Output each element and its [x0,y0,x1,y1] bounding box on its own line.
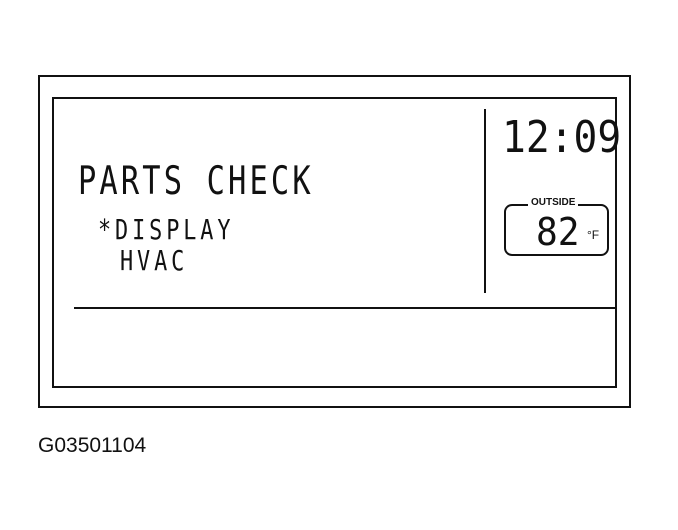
figure-id: G03501104 [38,434,147,457]
clock-readout: 12:09 [502,112,622,163]
menu-item-display[interactable]: *DISPLAY [98,213,235,246]
outside-temp-value: 82 [536,210,580,254]
horizontal-divider [74,307,616,309]
display-bezel: PARTS CHECK *DISPLAY HVAC 12:09 OUTSIDE … [38,75,631,408]
screen-title: PARTS CHECK [78,159,314,204]
vertical-divider [484,109,486,293]
outside-temp-box: OUTSIDE 82 °F [504,197,609,256]
temp-unit: °F [587,228,600,242]
menu-item-hvac[interactable]: HVAC [120,244,189,277]
lcd-screen: PARTS CHECK *DISPLAY HVAC 12:09 OUTSIDE … [52,97,621,388]
outside-label: OUTSIDE [528,197,579,208]
